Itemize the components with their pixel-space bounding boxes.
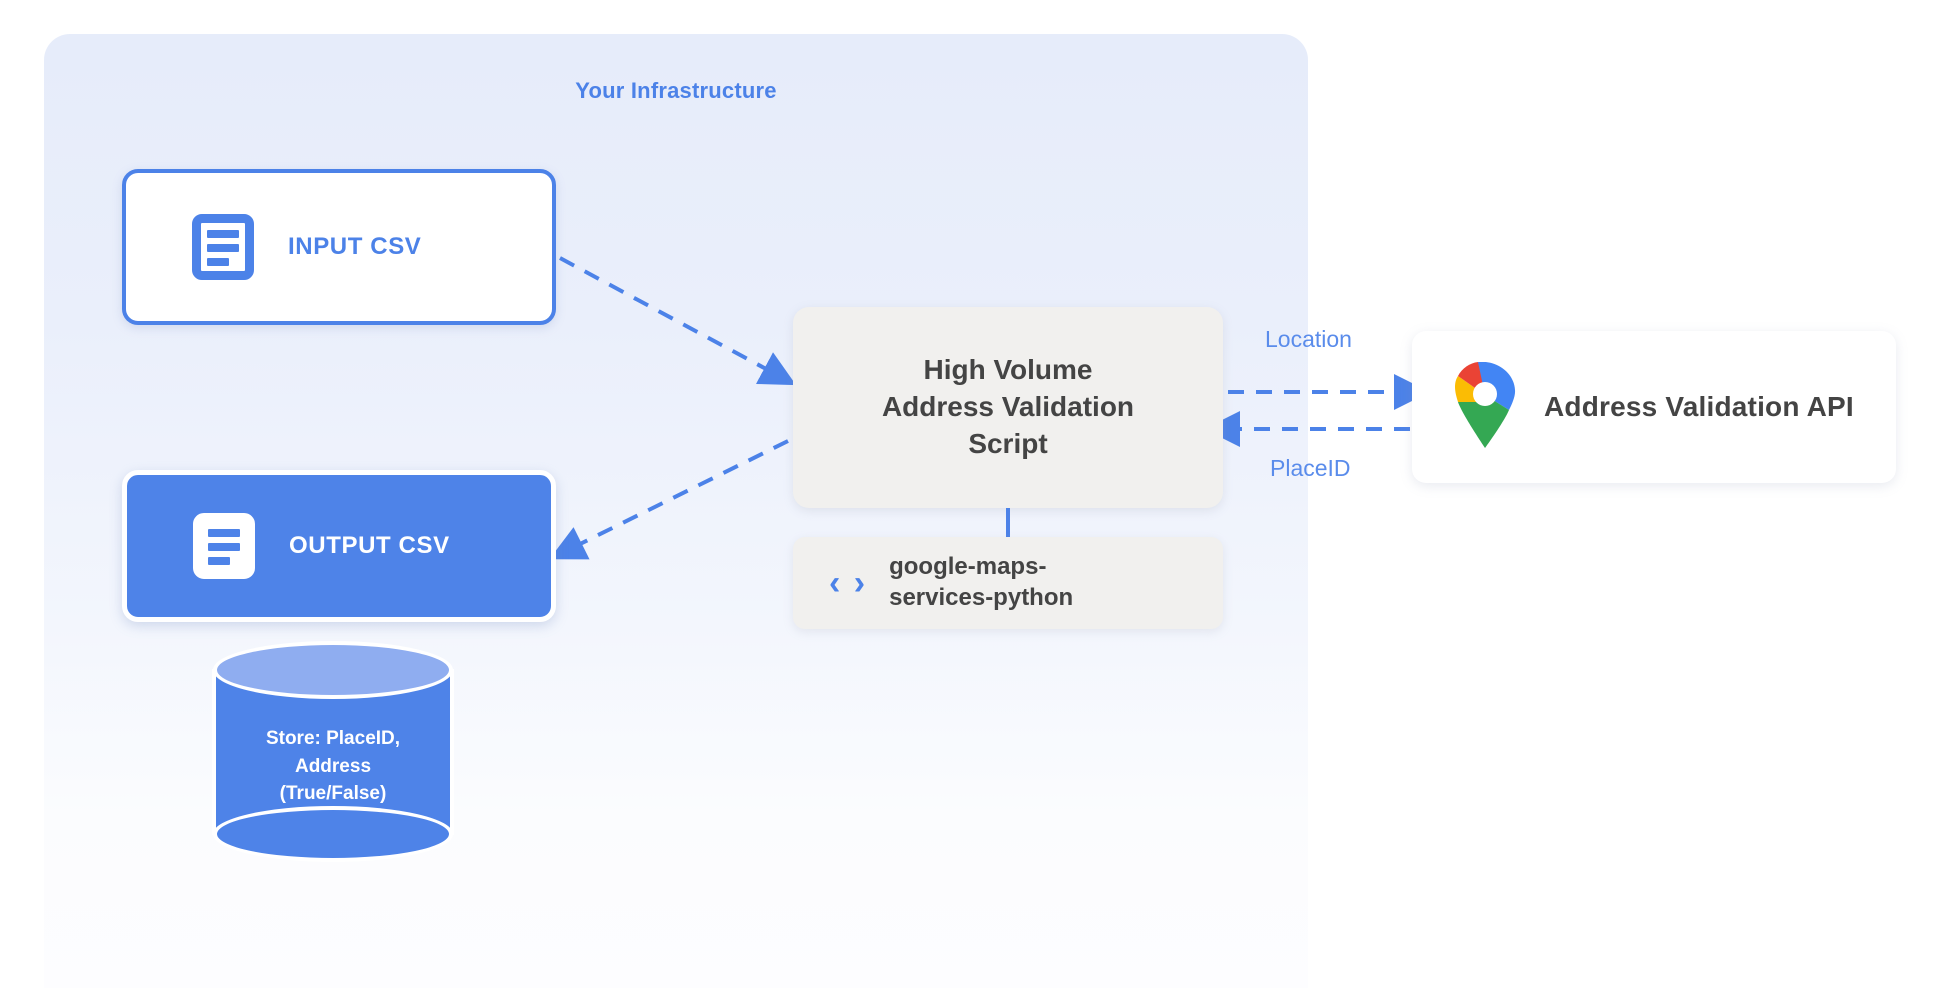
node-database[interactable]: Store: PlaceID, Address (True/False) bbox=[212, 641, 454, 863]
node-output-csv[interactable]: OUTPUT CSV bbox=[122, 470, 556, 622]
input-csv-label: INPUT CSV bbox=[288, 233, 422, 260]
library-label: google-maps- services-python bbox=[889, 552, 1073, 613]
script-label-line3: Script bbox=[968, 427, 1048, 459]
node-address-validation-api[interactable]: Address Validation API bbox=[1412, 331, 1896, 483]
google-maps-pin-icon bbox=[1452, 361, 1518, 453]
library-label-line1: google-maps- bbox=[889, 553, 1047, 581]
api-label: Address Validation API bbox=[1544, 391, 1854, 422]
document-icon bbox=[192, 214, 254, 280]
script-library-connector bbox=[1006, 508, 1010, 538]
script-label-line2: Address Validation bbox=[881, 391, 1135, 423]
script-label: High Volume Address Validation Script bbox=[882, 352, 1134, 463]
node-library[interactable]: ‹ › google-maps- services-python bbox=[793, 537, 1223, 629]
db-label: Store: PlaceID, Address (True/False) bbox=[213, 725, 453, 808]
db-side-right bbox=[450, 669, 454, 835]
output-csv-label: OUTPUT CSV bbox=[289, 532, 450, 559]
library-label-line2: services-python bbox=[889, 584, 1074, 611]
code-brackets-icon: ‹ › bbox=[829, 564, 868, 602]
db-bottom-ellipse bbox=[213, 806, 453, 862]
db-label-line2: Address bbox=[294, 755, 372, 777]
db-label-line1: Store: PlaceID, bbox=[265, 728, 401, 749]
edge-label-location: Location bbox=[1265, 326, 1352, 352]
node-script[interactable]: High Volume Address Validation Script bbox=[793, 307, 1223, 508]
db-side-left bbox=[212, 669, 216, 835]
db-label-line3: (True/False) bbox=[279, 783, 387, 805]
script-label-line1: High Volume bbox=[923, 354, 1093, 386]
edge-label-placeid: PlaceID bbox=[1270, 455, 1351, 481]
node-input-csv[interactable]: INPUT CSV bbox=[122, 169, 556, 325]
db-top-ellipse bbox=[213, 641, 453, 699]
infrastructure-title: Your Infrastructure bbox=[575, 78, 777, 103]
document-icon bbox=[193, 513, 255, 579]
